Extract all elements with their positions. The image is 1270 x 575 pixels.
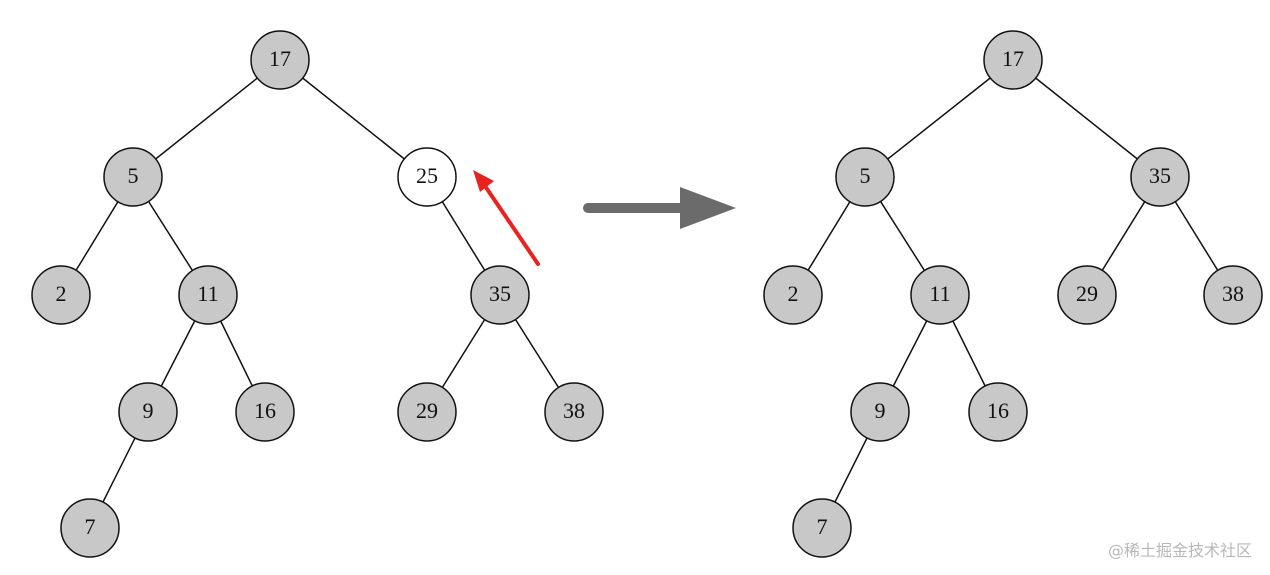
- node-circle: [250, 30, 310, 90]
- node-circle: [103, 147, 163, 207]
- node-label: 17: [269, 46, 291, 71]
- node-label: 7: [85, 514, 96, 539]
- node-circle: [60, 498, 120, 558]
- after-tree-node-29: 29: [1057, 265, 1117, 325]
- after-tree-node-17: 17: [983, 30, 1043, 90]
- after-tree-node-9: 9: [850, 382, 910, 442]
- before-tree-node-29: 29: [397, 382, 457, 442]
- node-circle: [910, 265, 970, 325]
- node-label: 38: [1222, 281, 1244, 306]
- node-circle: [397, 382, 457, 442]
- after-tree-node-5: 5: [835, 147, 895, 207]
- node-circle: [470, 265, 530, 325]
- after-tree-node-35: 35: [1130, 147, 1190, 207]
- before-tree-node-2: 2: [31, 265, 91, 325]
- node-label: 11: [929, 281, 950, 306]
- node-label: 11: [197, 281, 218, 306]
- node-label: 9: [143, 398, 154, 423]
- node-label: 16: [987, 398, 1009, 423]
- node-circle: [1130, 147, 1190, 207]
- before-tree-node-5: 5: [103, 147, 163, 207]
- after-edge-a17-a5: [864, 59, 1014, 178]
- after-edge-a17-a35: [1012, 59, 1161, 178]
- before-tree-node-7: 7: [60, 498, 120, 558]
- node-circle: [544, 382, 604, 442]
- after-tree-node-16: 16: [968, 382, 1028, 442]
- before-tree-node-16: 16: [235, 382, 295, 442]
- after-tree-node-38: 38: [1203, 265, 1263, 325]
- nodes-layer: 17 5 25 2 11 35 9 16 29 38 7 17 5 35 2 11 29 38 9 16 7: [31, 30, 1263, 558]
- node-circle: [1203, 265, 1263, 325]
- node-label: 35: [489, 281, 511, 306]
- node-circle: [178, 265, 238, 325]
- before-edge-b17-b25: [279, 59, 428, 178]
- node-label: 29: [1076, 281, 1098, 306]
- before-tree-node-38: 38: [544, 382, 604, 442]
- node-label: 17: [1002, 46, 1024, 71]
- before-tree-node-11: 11: [178, 265, 238, 325]
- node-label: 7: [817, 514, 828, 539]
- transition-arrow: [583, 187, 736, 229]
- node-label: 25: [416, 163, 438, 188]
- node-label: 2: [788, 281, 799, 306]
- before-tree-node-35: 35: [470, 265, 530, 325]
- node-label: 5: [128, 163, 139, 188]
- node-label: 2: [56, 281, 67, 306]
- node-label: 35: [1149, 163, 1171, 188]
- node-circle: [235, 382, 295, 442]
- removed-node-circle: [397, 147, 457, 207]
- red-pointer-arrow: [473, 170, 540, 266]
- before-tree-node-9: 9: [118, 382, 178, 442]
- node-label: 29: [416, 398, 438, 423]
- after-tree-node-7: 7: [792, 498, 852, 558]
- node-circle: [763, 265, 823, 325]
- node-circle: [983, 30, 1043, 90]
- watermark: @稀土掘金技术社区: [1107, 541, 1252, 560]
- node-label: 16: [254, 398, 276, 423]
- before-edge-b17-b5: [132, 59, 281, 178]
- node-label: 9: [875, 398, 886, 423]
- after-tree-node-11: 11: [910, 265, 970, 325]
- before-tree-node-25: 25: [397, 147, 457, 207]
- node-circle: [118, 382, 178, 442]
- before-tree-node-17: 17: [250, 30, 310, 90]
- node-circle: [850, 382, 910, 442]
- node-circle: [31, 265, 91, 325]
- node-circle: [792, 498, 852, 558]
- node-circle: [835, 147, 895, 207]
- node-label: 5: [860, 163, 871, 188]
- node-circle: [1057, 265, 1117, 325]
- node-label: 38: [563, 398, 585, 423]
- node-circle: [968, 382, 1028, 442]
- after-tree-node-2: 2: [763, 265, 823, 325]
